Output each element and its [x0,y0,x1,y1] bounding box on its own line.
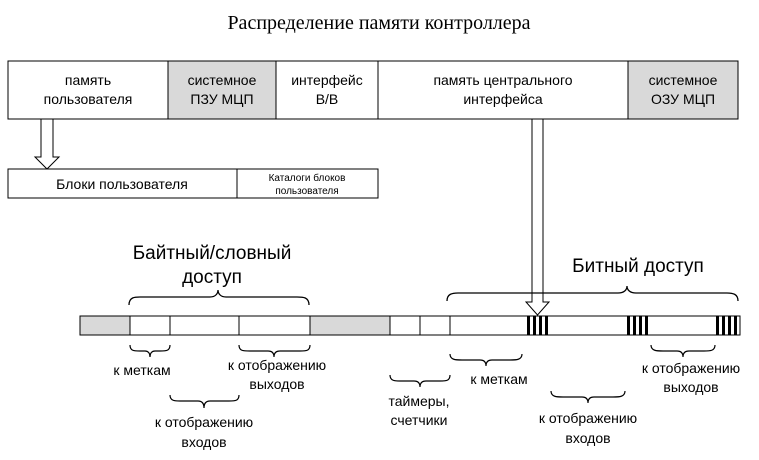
mem-label-ram-1: системное [649,72,718,88]
mem-cell-io-interface [275,60,379,120]
brace-markers-2 [449,353,523,367]
user-blocks-cell [7,168,238,199]
brace-bit [446,285,739,302]
bar-segment-inputs [169,315,240,336]
label-outputs-1-line2: выходов [249,376,304,392]
bit-ticks-inputs [627,316,648,335]
user-blocks: Блоки пользователя Каталоги блоков польз… [7,168,379,199]
bar-segment-bit-area [449,315,741,336]
label-markers-1: к меткам [113,362,170,378]
brace-outputs-2 [650,344,716,358]
bar-segment-timers [389,315,421,336]
user-blocks-label: Блоки пользователя [56,176,188,192]
mem-label-central-2: интерфейса [463,91,543,107]
label-inputs-2-line2: входов [565,430,610,446]
label-outputs-1-line1: к отображению [228,357,326,373]
user-blocks-catalog-label-2: пользователя [275,186,338,197]
mem-label-io-2: В/В [316,91,339,107]
mem-cell-central-interface [377,60,629,120]
bar-segment-markers [129,315,171,336]
mem-label-user-2: пользователя [44,91,133,107]
diagram-title: Распределение памяти контроллера [227,12,530,34]
bar-segment-shaded-left [79,315,131,336]
label-timers-line2: счетчики [391,412,448,428]
mem-label-user-1: память [65,72,111,88]
mem-label-central-1: память центрального [433,72,572,88]
label-inputs-2-line1: к отображению [539,410,637,426]
brace-byte-word [128,289,310,306]
mem-label-rom-1: системное [188,72,257,88]
bit-ticks-outputs [716,316,737,335]
bar-segment-outputs [238,315,311,336]
bar-segment-counters [419,315,451,336]
brace-markers-1 [129,344,171,358]
mem-label-ram-2: ОЗУ МЦП [651,91,715,107]
arrow-down-bit-access [524,118,551,316]
label-inputs-1-line1: к отображению [155,414,253,430]
brace-timers [389,374,451,388]
mem-cell-system-ram [627,60,739,120]
bit-ticks-markers [527,316,548,335]
label-inputs-1-line2: входов [181,434,226,450]
user-blocks-catalog-cell [236,168,379,199]
mem-label-io-1: интерфейс [291,72,363,88]
section-byte-word-line1: Байтный/словный [133,243,292,264]
label-outputs-2-line1: к отображению [642,360,740,376]
label-markers-2: к меткам [470,371,527,387]
label-timers-line1: таймеры, [388,393,449,409]
memory-bar [79,315,741,336]
bar-segment-shaded-mid [309,315,391,336]
mem-label-rom-2: ПЗУ МЦП [190,91,253,107]
section-byte-word-line2: доступ [182,267,242,288]
arrow-down-user-blocks [33,118,61,170]
label-outputs-2-line2: выходов [663,379,718,395]
brace-inputs-1 [169,394,240,409]
user-blocks-catalog-label-1: Каталоги блоков [269,172,346,184]
memory-map: память пользователя системное ПЗУ МЦП ин… [7,60,739,120]
brace-inputs-2 [550,390,626,404]
mem-cell-user-memory [7,60,169,120]
mem-cell-system-rom [167,60,277,120]
section-bit: Битный доступ [572,256,704,277]
brace-outputs-1 [238,344,311,358]
